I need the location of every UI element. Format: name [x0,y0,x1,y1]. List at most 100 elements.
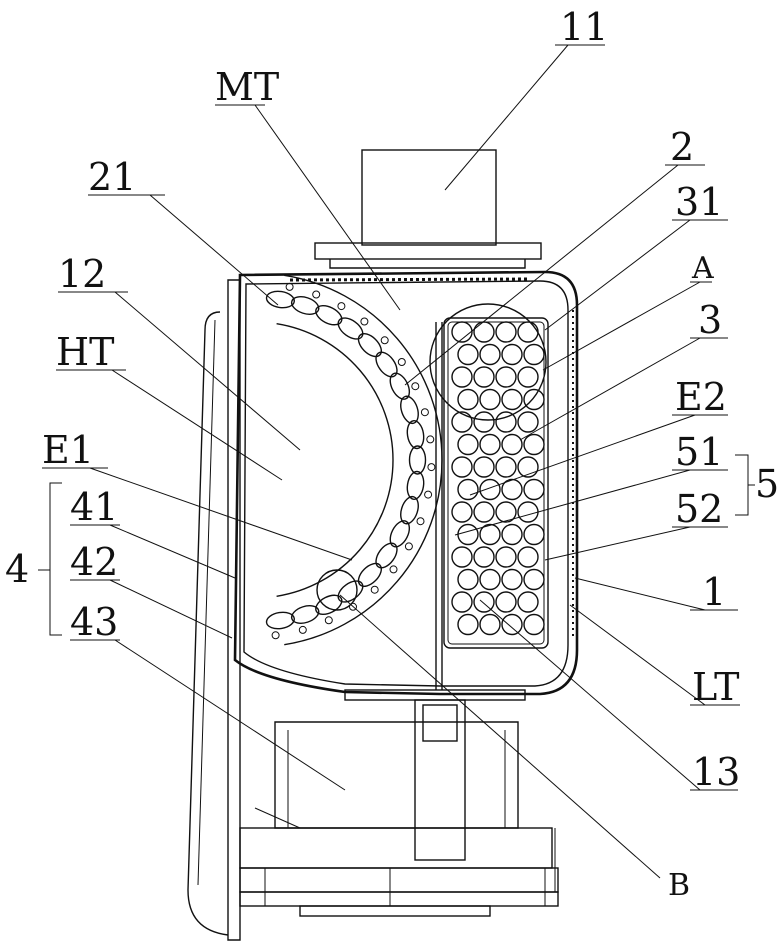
label-ht: HT [56,330,114,374]
straight-tube [474,457,494,477]
straight-tube [480,615,500,635]
straight-tube [518,502,538,522]
label-12: 12 [58,252,106,296]
straight-tube [458,345,478,365]
straight-tube [496,367,516,387]
straight-tube [458,570,478,590]
straight-tube [480,570,500,590]
arc-tube-pin [299,626,306,633]
straight-tube [452,367,472,387]
arc-tube [354,559,385,590]
straight-tube [480,345,500,365]
straight-tube [480,480,500,500]
straight-tube [480,390,500,410]
straight-tube [458,390,478,410]
label-2: 2 [670,125,694,169]
straight-tube [518,592,538,612]
straight-tube [524,480,544,500]
straight-tube [524,390,544,410]
label-51: 51 [675,430,723,474]
arc-tube-outline [277,324,393,597]
straight-tube [502,570,522,590]
arc-tube [372,348,401,380]
straight-tube [502,435,522,455]
arc-tube-pin [421,409,428,416]
label-41: 41 [70,485,118,529]
callout-labels: 11 MT 2 21 31 A 12 3 HT E2 E1 51 5 41 52… [5,5,779,903]
label-e1: E1 [42,428,94,472]
straight-tube [524,570,544,590]
detail-circle-b [317,570,357,610]
label-lt: LT [692,665,739,709]
straight-tube [452,547,472,567]
label-a: A [691,251,714,286]
arc-tube-pin [398,359,405,366]
arc-tube-pin [313,291,320,298]
front-panel [188,280,240,940]
arc-tube [405,470,425,500]
straight-tube [502,525,522,545]
arc-tube [334,314,366,343]
straight-tube [524,435,544,455]
straight-tube [458,435,478,455]
arc-tube-pin [428,464,435,471]
label-5: 5 [755,462,779,506]
straight-tube [518,367,538,387]
label-11: 11 [560,5,608,49]
arc-tube [405,420,425,450]
straight-tube [524,525,544,545]
straight-tube [502,615,522,635]
straight-tube [452,592,472,612]
straight-tube [458,525,478,545]
straight-tube [480,435,500,455]
arc-tube-pin [286,283,293,290]
label-43: 43 [70,600,118,644]
label-52: 52 [675,487,723,531]
arc-tube-pin [272,632,279,639]
straight-tube [502,390,522,410]
arc-tube [265,610,295,630]
arc-tube-pin [427,436,434,443]
straight-tube [474,412,494,432]
right-tube-bank [430,304,548,648]
arc-tube-pin [381,337,388,344]
straight-tube [474,502,494,522]
arc-tube-pin [412,383,419,390]
arc-tube-pin [361,318,368,325]
label-13: 13 [692,750,740,794]
arc-tube [265,289,295,309]
straight-tube [474,547,494,567]
arc-tube-pin [405,543,412,550]
left-arc-tube-bank [265,275,442,644]
label-42: 42 [70,540,118,584]
straight-tube [496,592,516,612]
arc-tube [410,446,426,474]
label-b: B [668,868,690,903]
label-mt: MT [215,65,279,109]
straight-tube [518,412,538,432]
straight-tube [496,547,516,567]
straight-tube [452,457,472,477]
arc-tube [372,539,401,571]
arc-tube-pin [425,491,432,498]
straight-tube [474,322,494,342]
arc-tube [334,577,366,606]
arc-tube-pin [338,303,345,310]
straight-tube [524,615,544,635]
arc-tube-pin [390,566,397,573]
straight-tube [474,367,494,387]
top-motor-block [315,150,541,268]
label-3: 3 [698,298,722,342]
label-e2: E2 [675,375,727,419]
arc-tube-pin [325,617,332,624]
arc-tube-pin [371,586,378,593]
straight-tube [518,322,538,342]
arc-tube-outline [284,275,442,644]
straight-tube [518,547,538,567]
straight-tube [452,412,472,432]
label-1: 1 [702,570,726,614]
arc-tube [354,330,385,361]
arc-tube-pin [417,518,424,525]
label-21: 21 [88,155,136,199]
